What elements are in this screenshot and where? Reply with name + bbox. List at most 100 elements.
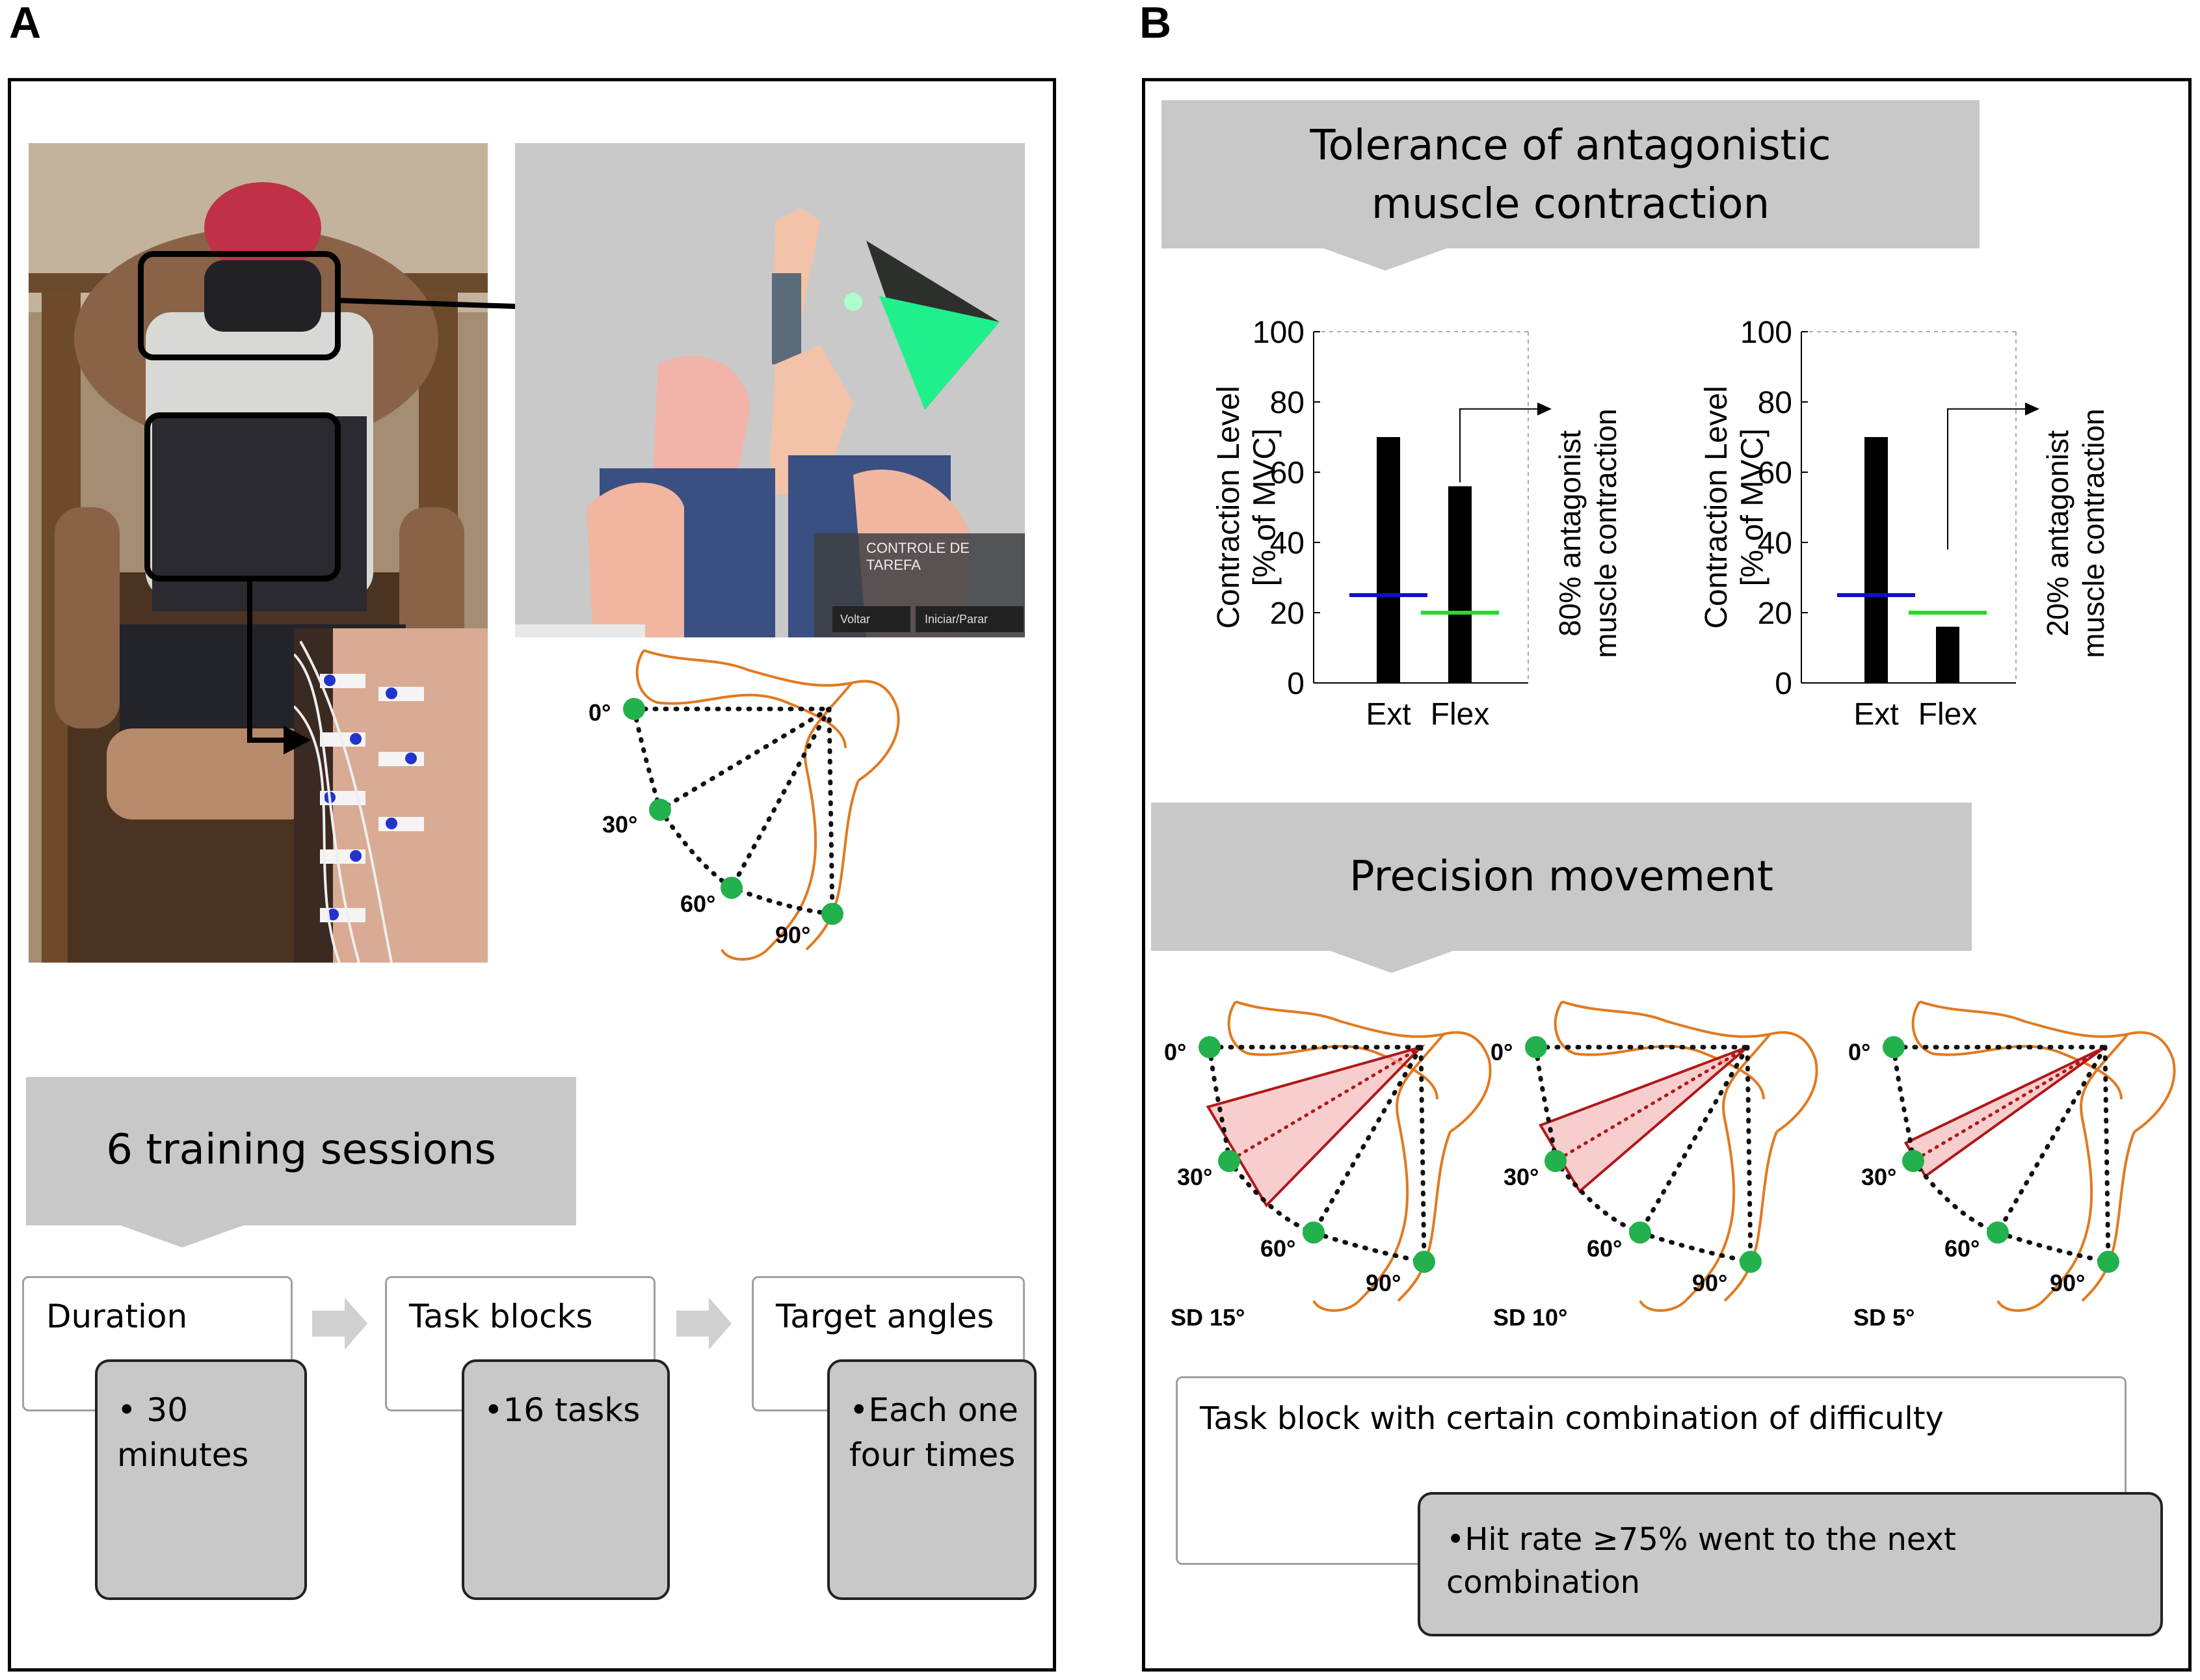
leg-outline-path [1919,1000,2176,1133]
x-tick-label: Ext [1853,697,1898,732]
y-axis-label: Contraction Level[% of MVC] [1699,386,1769,629]
task-blocks-title: Task blocks [409,1298,593,1335]
target-wedge [1538,1046,1749,1193]
bar-ext [1864,437,1888,683]
precision-diagram-sd15: 0°30°60°90° [1164,1000,1492,1312]
angle-guide-lines [1533,1045,1753,1264]
leg-outline-path [1911,1000,2123,1100]
target-wedge [1903,1046,2106,1179]
y-tick-label: 60 [1270,456,1305,490]
angle-target-dot [1740,1251,1762,1273]
sd5-label: SD 5° [1853,1304,1915,1331]
x-tick-label: Flex [1431,697,1490,732]
leg-outline-path [2081,1131,2136,1302]
target-center-line [1556,1045,1749,1162]
guide-60 [1311,1045,1424,1235]
target-center-line [1913,1045,2107,1162]
target-center-line [1229,1045,1423,1162]
angle-label-30: 30° [602,811,637,838]
y-tick-label: 40 [1758,526,1792,561]
angle-guide-lines [1891,1045,2111,1264]
vr-task-control-label: CONTROLE DE TAREFA [866,540,970,573]
y-tick-label: 0 [1775,667,1792,701]
bar-ext [1377,437,1400,683]
annotation-line-1: 80% antagonist [1553,430,1587,636]
angle-label-0: 0° [589,699,611,726]
bar-flex [1448,486,1472,683]
y-axis-label-line-1: Contraction Level [1212,386,1246,629]
y-tick-label: 20 [1758,596,1792,631]
angle-target-dot [1218,1150,1240,1172]
leg-outline-path [1639,1033,1771,1312]
target-angles-detail: •Each one four times [827,1359,1037,1600]
precision-diagram-sd5: 0°30°60°90° [1848,1000,2176,1312]
vr-scene-illustration [515,143,1025,637]
guide-90 [2102,1045,2111,1264]
sd15-label: SD 15° [1171,1304,1245,1331]
bar-flex [1936,626,1959,683]
vr-screenshot: CONTROLE DE TAREFA Voltar Iniciar/Parar [515,143,1025,637]
precision-diagram-sd10: 0°30°60°90° [1491,1000,1818,1312]
leg-outline-path [1312,1033,1445,1312]
angle-target-dot [1544,1150,1567,1172]
angle-target-dot [1883,1036,1905,1058]
guide-90 [1745,1045,1753,1264]
torso-arrow-head [284,726,311,754]
headset-arrow-line [340,298,534,310]
sd10-label: SD 10° [1493,1304,1568,1331]
tolerance-banner: Tolerance of antagonistic muscle contrac… [1161,100,1980,248]
precision-diagrams: 0°30°60°90° 0°30°60°90° 0°30°60°90° SD 1… [1158,989,2185,1340]
angle-target-dot [1199,1036,1221,1058]
precision-banner: Precision movement [1151,803,1972,951]
leg-outline [1227,1000,1492,1312]
torso-arrow-line [247,581,286,743]
angle-label: 90° [2050,1270,2085,1296]
precision-banner-pointer [1327,950,1457,973]
angle-target-dot [1413,1251,1435,1273]
angle-label: 0° [1491,1039,1513,1065]
leg-outline [1554,1000,1818,1312]
sessions-banner-text: 6 training sessions [106,1126,496,1174]
leg-outline [1911,1000,2176,1312]
y-tick-label: 40 [1270,526,1305,561]
angle-target-dot [1303,1221,1325,1244]
angle-target-dot [1525,1036,1547,1058]
angle-target-dots [623,698,843,925]
guide-90 [1418,1045,1427,1264]
task-block-title: Task block with certain combination of d… [1200,1400,1944,1437]
y-axis-label: Contraction Level[% of MVC] [1212,386,1282,629]
leg-outline [635,649,900,961]
duration-detail: • 30 minutes [95,1359,307,1600]
headset-highlight-box [138,251,341,360]
step-arrow-2 [676,1298,732,1350]
task-block-detail: •Hit rate ≥75% went to the next combinat… [1418,1492,2163,1636]
vr-back-button[interactable]: Voltar [840,613,871,626]
target-wedge [1206,1045,1425,1208]
angle-guide-lines [1207,1045,1427,1264]
x-tick-label: Flex [1918,697,1978,732]
panel-b-letter: B [1139,0,1172,47]
angle-label: 60° [1260,1235,1295,1262]
sessions-banner-pointer [117,1224,247,1247]
y-tick-label: 60 [1758,456,1792,490]
leg-angle-diagram: 0° 30° 60° 90° [589,649,900,961]
guide-60 [1995,1045,2108,1235]
back-electrodes-photo [294,628,488,963]
x-tick-label: Ext [1366,697,1411,732]
y-tick-label: 100 [1252,315,1305,350]
leg-outline-path [1554,1000,1765,1100]
angle-guide-lines [631,706,835,916]
annotation-line-2: muscle contraction [1589,408,1623,658]
angle-target-dot [2097,1251,2119,1273]
angle-label: 0° [1164,1039,1186,1065]
y-tick-label: 80 [1758,386,1792,420]
annotation-line-2: muscle contraction [2076,408,2110,658]
guide-60 [1637,1045,1750,1235]
vr-start-stop-button[interactable]: Iniciar/Parar [925,613,988,626]
sessions-banner: 6 training sessions [26,1077,576,1225]
leg-outline-path [1227,1000,1438,1100]
annotation-arrow-head [2025,402,2039,416]
y-tick-label: 20 [1270,596,1305,631]
